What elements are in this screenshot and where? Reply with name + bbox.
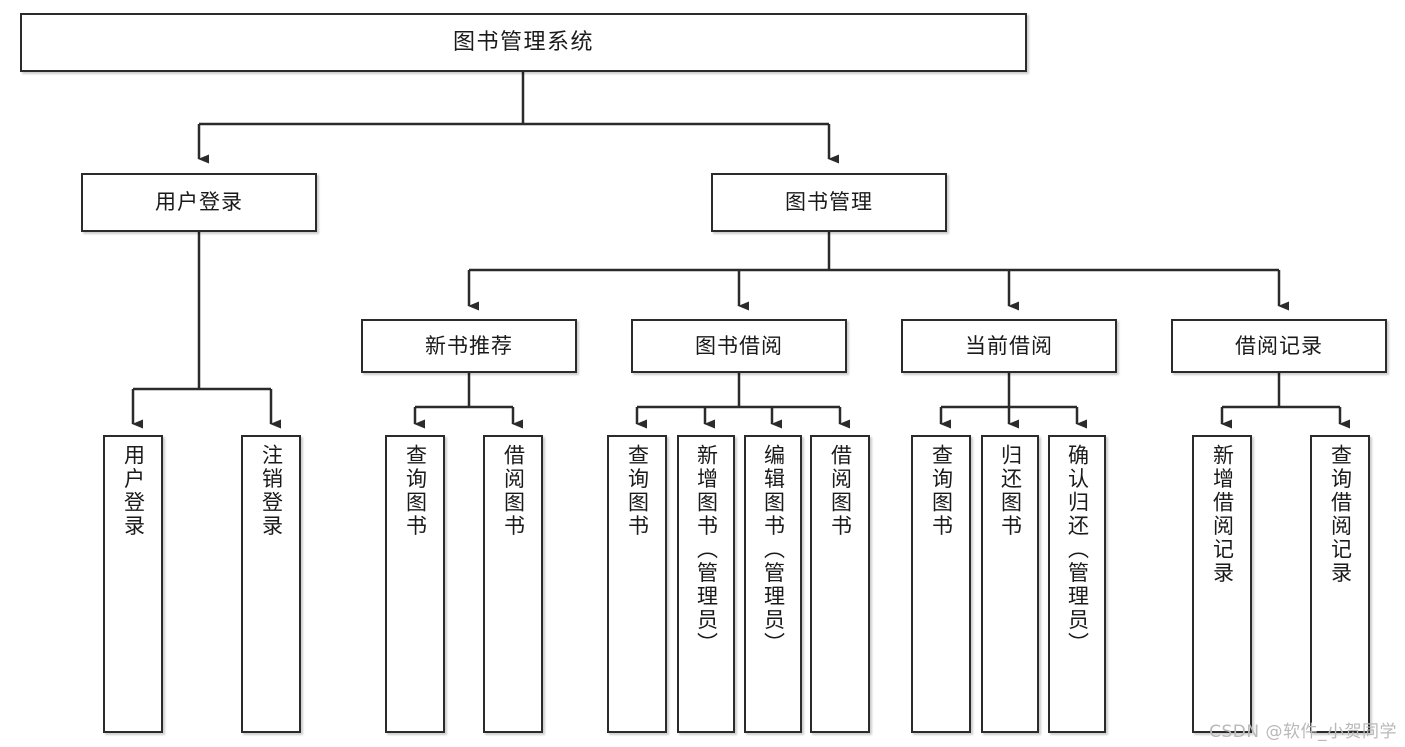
node-root-book-management-system[interactable]: 图书管理系统 [20,13,1027,72]
leaf-records-query-record[interactable]: 查询借阅记录 [1310,435,1370,733]
leaf-new-books-query-book[interactable]: 查询图书 [385,435,445,733]
node-label: 查询图书 [625,444,650,538]
node-label: 归还图书 [998,444,1023,538]
watermark-text: CSDN @软件_小贺同学 [1209,722,1397,742]
node-label: 注销登录 [259,444,284,538]
node-new-book-recommend[interactable]: 新书推荐 [361,319,577,373]
node-book-management[interactable]: 图书管理 [711,173,947,232]
node-label: 新书推荐 [425,333,513,358]
node-label: 查询借阅记录 [1328,444,1353,585]
leaf-new-books-borrow-book[interactable]: 借阅图书 [483,435,543,733]
node-label: 用户登录 [155,190,243,215]
node-user-login[interactable]: 用户登录 [81,173,317,232]
node-label: 图书管理系统 [452,29,594,55]
node-borrow-records[interactable]: 借阅记录 [1171,319,1387,373]
node-label: 编辑图书（管理员） [761,444,786,656]
leaf-current-return-book[interactable]: 归还图书 [981,435,1039,733]
node-label: 图书借阅 [695,333,783,358]
node-label: 确认归还（管理员） [1065,444,1090,656]
node-label: 图书管理 [785,190,873,215]
node-current-borrow[interactable]: 当前借阅 [901,319,1117,373]
node-label: 借阅记录 [1235,333,1323,358]
leaf-current-query-book[interactable]: 查询图书 [911,435,971,733]
leaf-user-login-signout[interactable]: 注销登录 [241,435,301,733]
node-label: 查询图书 [929,444,954,538]
node-label: 借阅图书 [828,444,853,538]
leaf-borrow-borrow-book[interactable]: 借阅图书 [810,435,870,733]
leaf-records-add-record[interactable]: 新增借阅记录 [1192,435,1252,733]
node-label: 新增借阅记录 [1210,444,1235,585]
node-label: 当前借阅 [965,333,1053,358]
node-book-borrow[interactable]: 图书借阅 [631,319,847,373]
node-label: 用户登录 [121,444,146,538]
leaf-user-login-signin[interactable]: 用户登录 [103,435,163,733]
leaf-current-confirm-return-admin[interactable]: 确认归还（管理员） [1048,435,1106,733]
leaf-borrow-edit-book-admin[interactable]: 编辑图书（管理员） [744,435,802,733]
leaf-borrow-add-book-admin[interactable]: 新增图书（管理员） [677,435,735,733]
leaf-borrow-query-book[interactable]: 查询图书 [607,435,667,733]
node-label: 借阅图书 [501,444,526,538]
node-label: 查询图书 [403,444,428,538]
node-label: 新增图书（管理员） [694,444,719,656]
